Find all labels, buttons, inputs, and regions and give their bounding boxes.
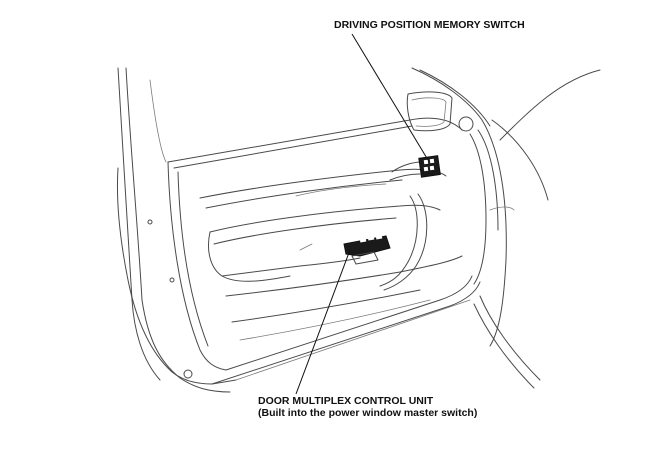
- side-mirror: [406, 91, 474, 132]
- control-unit-leader: [295, 249, 351, 395]
- memory-switch: [418, 155, 441, 178]
- a-pillar-frame: [117, 67, 231, 393]
- control-unit-label-line2: (Built into the power window master swit…: [258, 407, 478, 419]
- power-window-master-switch: [343, 234, 391, 265]
- control-unit-label-line1: DOOR MULTIPLEX CONTROL UNIT: [258, 395, 434, 407]
- memory-switch-label: DRIVING POSITION MEMORY SWITCH: [334, 19, 525, 31]
- memory-switch-leader: [351, 33, 429, 161]
- body-side: [411, 67, 601, 389]
- control-unit-label: DOOR MULTIPLEX CONTROL UNIT (Built into …: [258, 395, 477, 419]
